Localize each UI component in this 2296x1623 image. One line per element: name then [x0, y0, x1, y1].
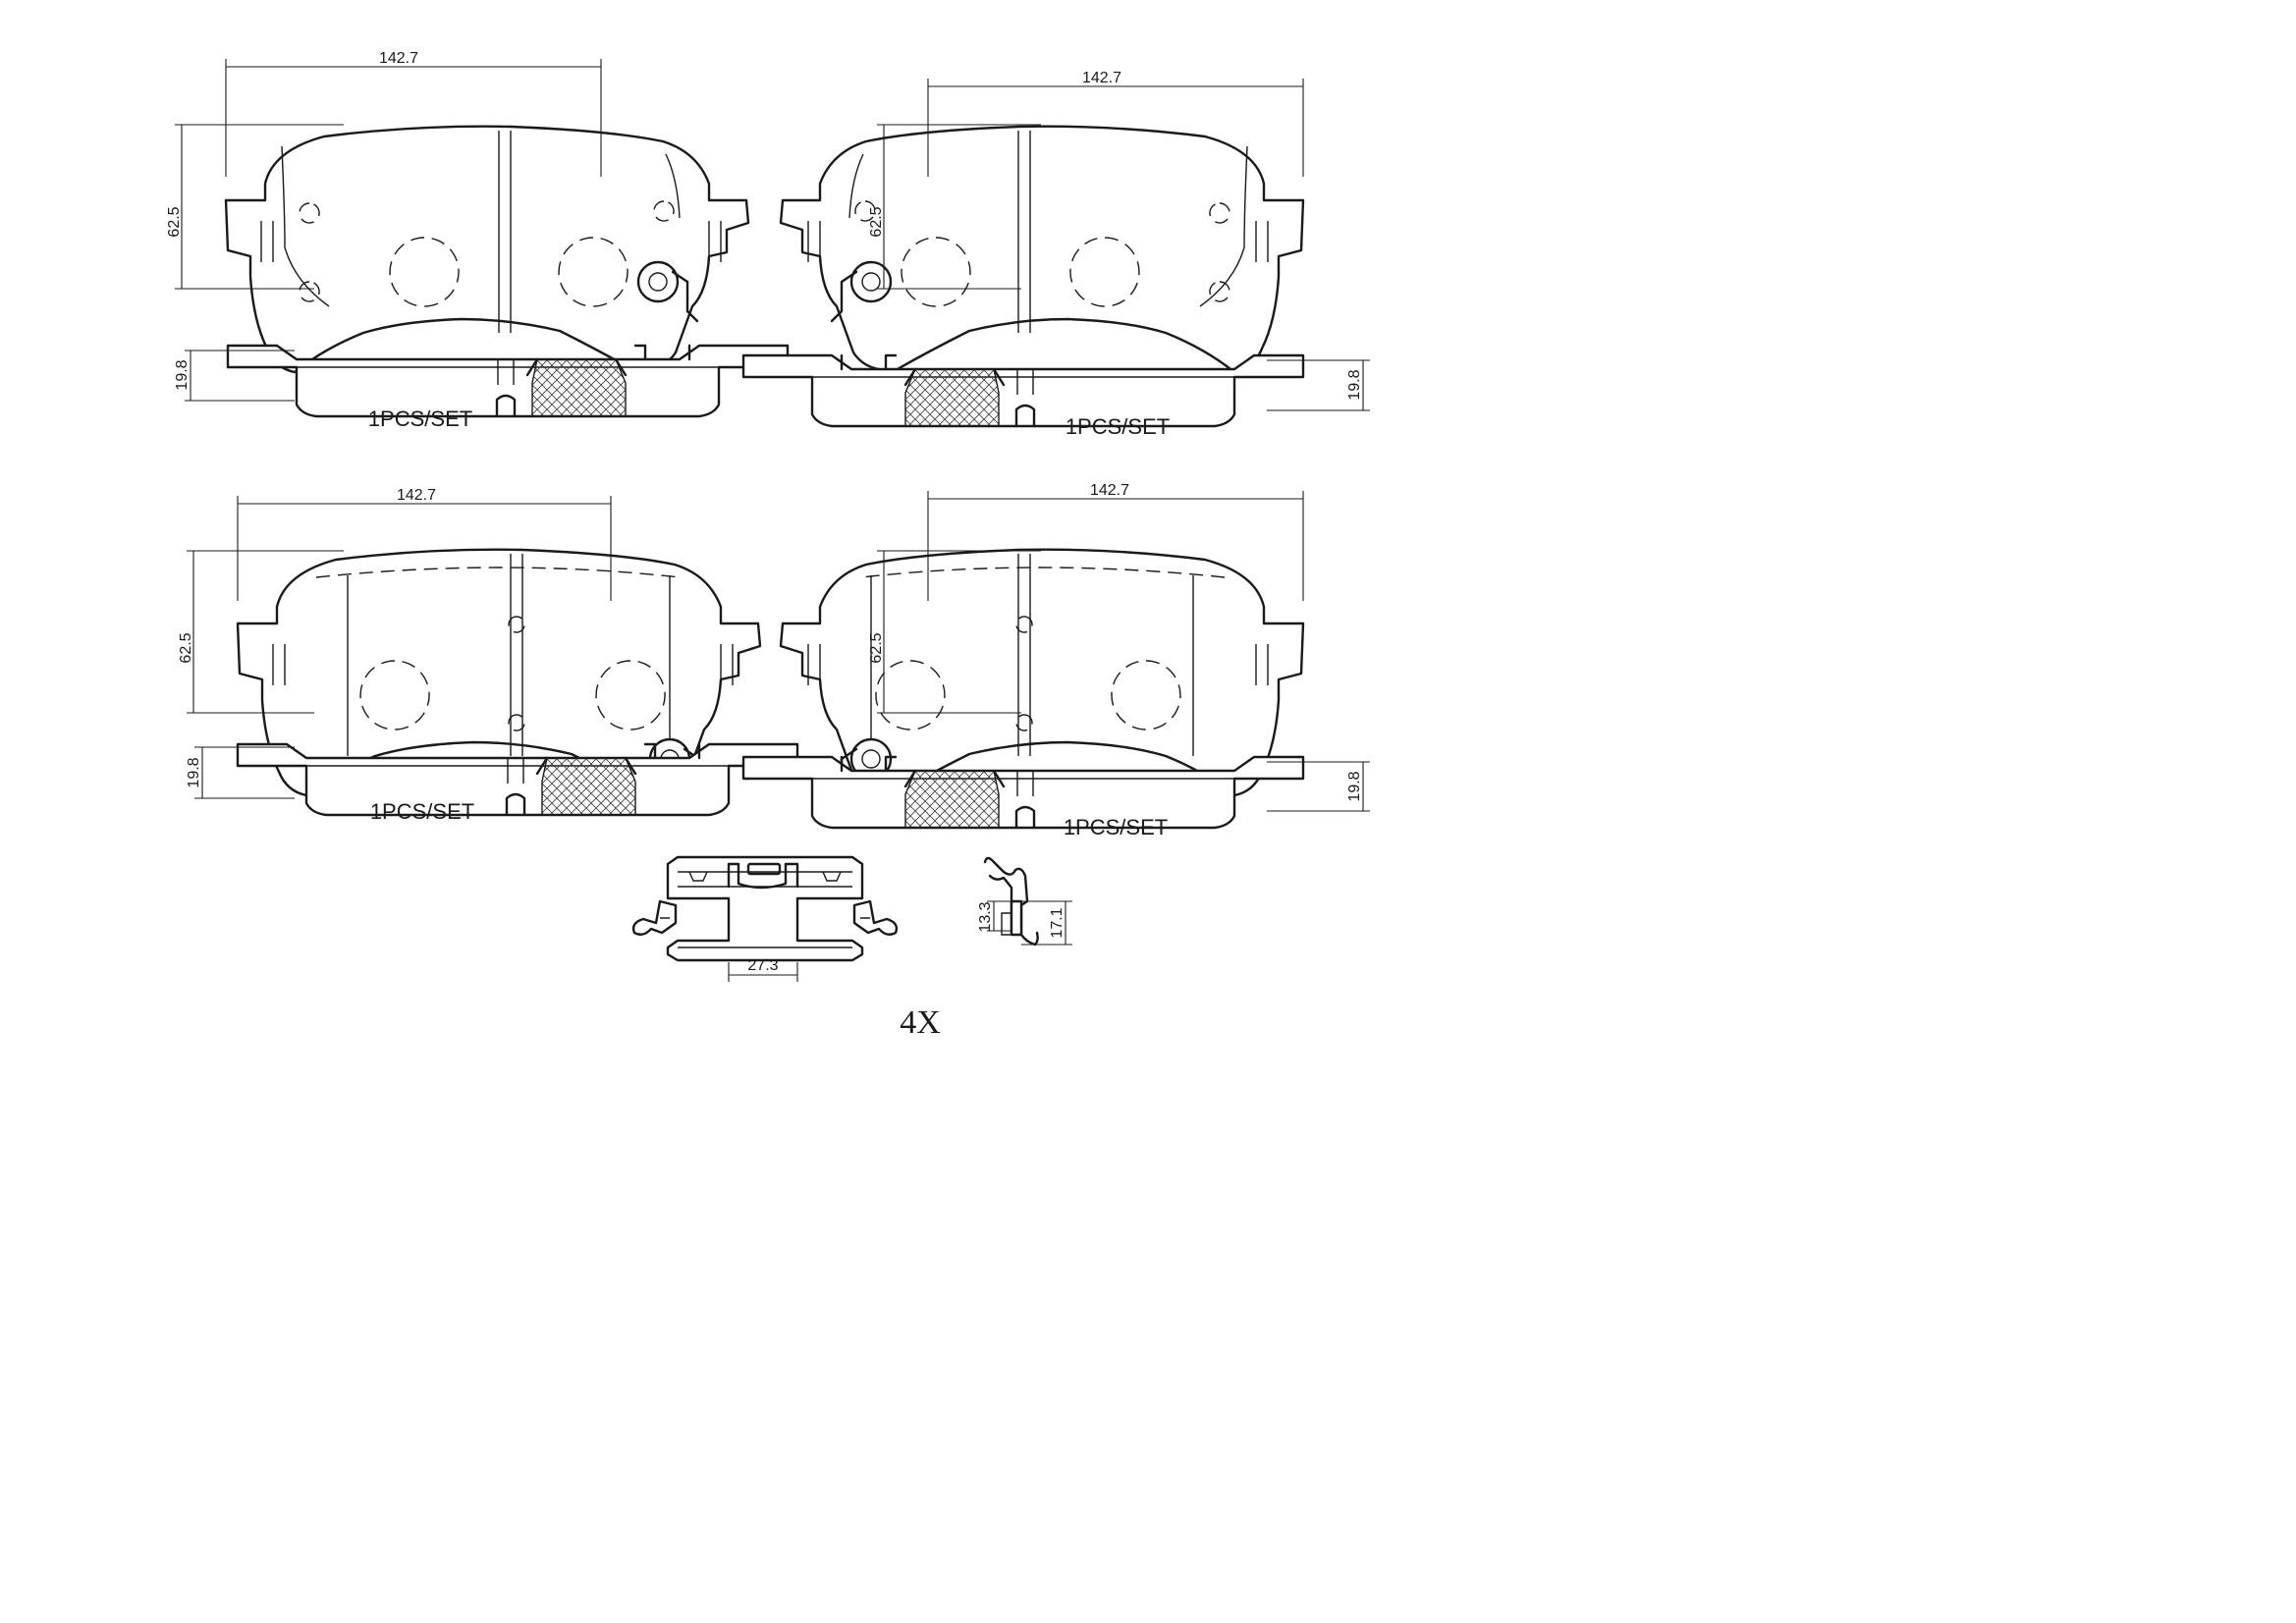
spring-height-small-dimension: 13.3	[977, 901, 994, 932]
width-dimension: 142.7	[1090, 482, 1129, 499]
width-dimension: 142.7	[1082, 70, 1121, 86]
width-dimension: 142.7	[397, 487, 436, 504]
qty-label: 1PCS/SET	[1066, 414, 1170, 439]
width-dimension: 142.7	[379, 50, 418, 67]
thickness-dimension: 19.8	[1346, 771, 1363, 801]
retaining-clip: 27.3	[631, 855, 899, 982]
qty-label: 1PCS/SET	[370, 799, 474, 824]
clip-width-dimension: 27.3	[747, 957, 778, 974]
spring-clip: 13.3 17.1	[977, 856, 1072, 947]
thickness-dimension: 19.8	[1346, 369, 1363, 400]
thickness-dimension: 19.8	[174, 359, 191, 390]
qty-label: 1PCS/SET	[1064, 815, 1168, 839]
pad-top-left: 142.7 62.5 19.8 1PCS/SET	[166, 50, 790, 431]
thickness-dimension: 19.8	[186, 757, 202, 787]
height-dimension: 62.5	[178, 632, 194, 663]
height-dimension: 62.5	[868, 206, 885, 237]
qty-label: 1PCS/SET	[368, 406, 472, 431]
quantity-label: 4X	[900, 1004, 941, 1041]
height-dimension: 62.5	[868, 632, 885, 663]
height-dimension: 62.5	[166, 206, 183, 237]
spring-height-large-dimension: 17.1	[1049, 907, 1066, 938]
pad-bottom-right: 142.7 62.5 19.8 1PCS/SET	[741, 482, 1370, 839]
pad-top-right: 142.7 62.5 19.8 1PCS/SET	[741, 70, 1370, 439]
pad-bottom-left: 142.7 62.5 19.8 1PCS/SET	[178, 487, 799, 824]
